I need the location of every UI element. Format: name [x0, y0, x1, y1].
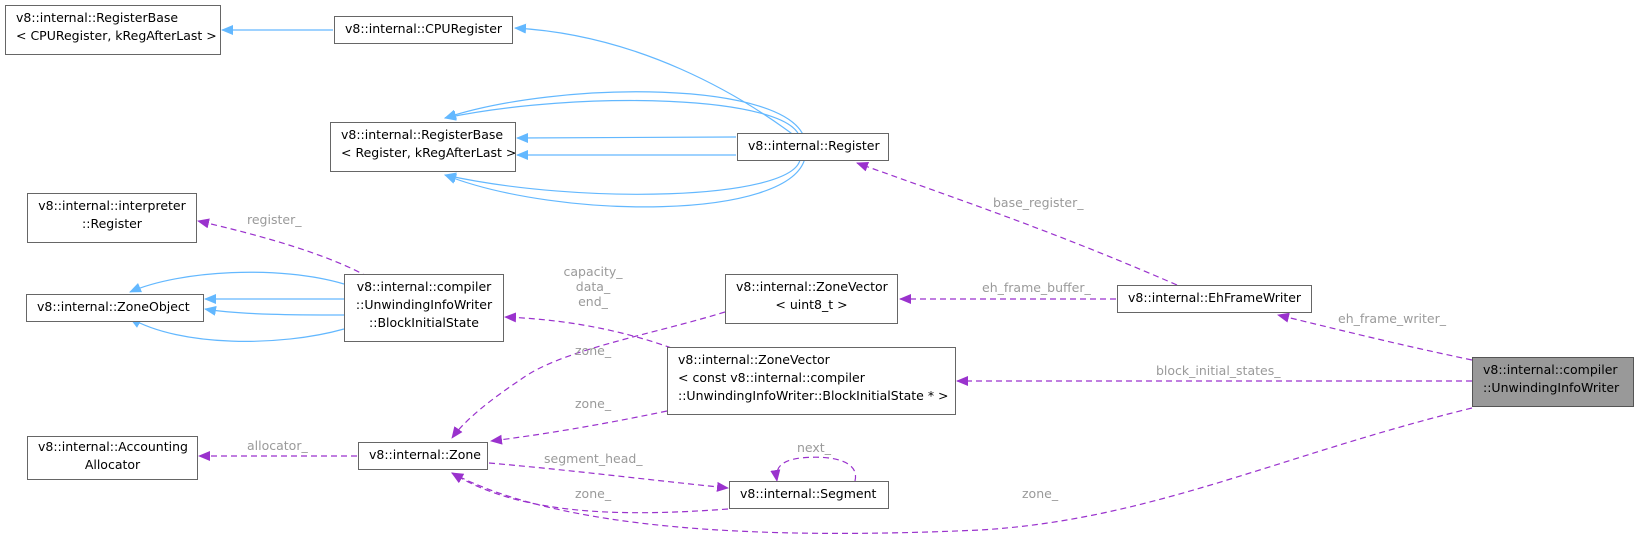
- edge-label-allocator: allocator_: [247, 438, 308, 453]
- edge-register-to-registerbase-3: [444, 99, 801, 139]
- node-segment[interactable]: v8::internal::Segment: [729, 481, 889, 509]
- edge-bis-to-zoneobject-3: [204, 305, 345, 316]
- edge-label-capacity-data-end: capacity_ data_ end_: [562, 264, 624, 309]
- edge-label-line: end_: [578, 294, 608, 309]
- edge-zonevector-uint8-zone: [451, 311, 726, 439]
- edge-ehframewriter-base-register: [856, 162, 1178, 286]
- node-accountingallocator[interactable]: v8::internal::Accounting Allocator: [27, 436, 198, 480]
- node-label-line: v8::internal::RegisterBase: [341, 127, 504, 142]
- node-label-line: Allocator: [84, 457, 141, 472]
- node-label-line: < Register, kRegAfterLast >: [341, 145, 517, 160]
- edge-label-base-register: base_register_: [993, 195, 1084, 210]
- node-cpuregister[interactable]: v8::internal::CPURegister: [334, 16, 513, 44]
- node-label-line: < const v8::internal::compiler: [678, 370, 865, 385]
- edge-zonevector-bis-capacity: [504, 312, 691, 356]
- node-interpreter-register[interactable]: v8::internal::interpreter ::Register: [27, 193, 197, 243]
- edge-register-to-cpuregister: [514, 23, 796, 137]
- node-registerbase-register[interactable]: v8::internal::RegisterBase < Register, k…: [330, 122, 516, 172]
- node-label-line: < CPURegister, kRegAfterLast >: [16, 28, 217, 43]
- edge-label-zone-segment: zone_: [575, 486, 612, 501]
- edge-label-zone-vector-bis: zone_: [575, 396, 612, 411]
- node-ehframewriter[interactable]: v8::internal::EhFrameWriter: [1117, 285, 1312, 313]
- node-registerbase-cpuregister[interactable]: v8::internal::RegisterBase < CPURegister…: [5, 5, 221, 55]
- usage-edges: [197, 162, 1473, 535]
- node-label-line: < uint8_t >: [775, 297, 848, 312]
- node-label-line: v8::internal::compiler: [356, 279, 492, 294]
- node-label-line: ::UnwindingInfoWriter::BlockInitialState…: [678, 388, 949, 403]
- edge-label-eh-frame-writer: eh_frame_writer_: [1338, 311, 1446, 326]
- node-label-line: v8::internal::RegisterBase: [16, 10, 179, 25]
- node-label-line: v8::internal::ZoneVector: [678, 352, 830, 367]
- edge-label-next: next_: [797, 440, 831, 455]
- node-label-line: v8::internal::ZoneVector: [736, 279, 888, 294]
- edge-label-line: data_: [575, 279, 611, 294]
- node-label-line: ::BlockInitialState: [369, 315, 479, 330]
- edge-bis-register: [197, 218, 369, 278]
- node-zonevector-blockinitialstate[interactable]: v8::internal::ZoneVector < const v8::int…: [667, 347, 956, 415]
- node-label-line: v8::internal::Zone: [369, 447, 481, 462]
- node-register[interactable]: v8::internal::Register: [737, 133, 889, 161]
- node-label-line: v8::internal::interpreter: [38, 198, 186, 213]
- node-label-line: v8::internal::CPURegister: [345, 21, 503, 36]
- edge-unwinding-zone: [451, 407, 1473, 535]
- edge-label-register: register_: [247, 212, 302, 227]
- edge-label-eh-frame-buffer: eh_frame_buffer_: [982, 280, 1091, 295]
- edge-label-block-initial-states: block_initial_states_: [1156, 363, 1281, 378]
- inheritance-edges: [129, 23, 806, 342]
- node-zone[interactable]: v8::internal::Zone: [358, 442, 488, 470]
- node-label-line: v8::internal::compiler: [1483, 362, 1618, 377]
- edge-label-line: capacity_: [563, 264, 623, 279]
- node-label-line: v8::internal::ZoneObject: [37, 299, 190, 314]
- edge-bis-to-zoneobject-4: [129, 317, 345, 342]
- node-label-line: v8::internal::Segment: [740, 486, 877, 501]
- node-zoneobject[interactable]: v8::internal::ZoneObject: [26, 294, 204, 322]
- node-label-line: ::UnwindingInfoWriter: [1483, 380, 1620, 395]
- edge-register-to-registerbase-6: [444, 157, 806, 208]
- edge-register-to-registerbase-5: [444, 159, 801, 195]
- edge-unwinding-eh-frame-writer: [1277, 312, 1473, 361]
- node-zonevector-uint8[interactable]: v8::internal::ZoneVector < uint8_t >: [725, 274, 898, 324]
- edge-label-segment-head: segment_head_: [544, 451, 643, 466]
- edge-bis-to-zoneobject-1: [129, 271, 345, 293]
- edge-register-to-registerbase-4: [444, 91, 806, 141]
- edge-zonevector-bis-zone: [490, 410, 668, 445]
- edge-label-zone-unwinding: zone_: [1022, 486, 1059, 501]
- node-label-line: ::UnwindingInfoWriter: [355, 297, 493, 312]
- node-unwindinginfowriter[interactable]: v8::internal::compiler ::UnwindingInfoWr…: [1472, 357, 1634, 407]
- node-blockinitialstate[interactable]: v8::internal::compiler ::UnwindingInfoWr…: [344, 274, 504, 342]
- node-label-line: v8::internal::Register: [748, 138, 880, 153]
- edge-zone-segment-head: [488, 462, 729, 492]
- edge-segment-zone: [451, 472, 729, 514]
- node-label-line: v8::internal::EhFrameWriter: [1128, 290, 1302, 305]
- edge-segment-next: [770, 456, 857, 482]
- node-label-line: ::Register: [82, 216, 142, 231]
- node-label-line: v8::internal::Accounting: [38, 439, 188, 454]
- edge-register-to-registerbase-1: [516, 132, 737, 143]
- edge-label-zone-vector-uint8: zone_: [575, 343, 612, 358]
